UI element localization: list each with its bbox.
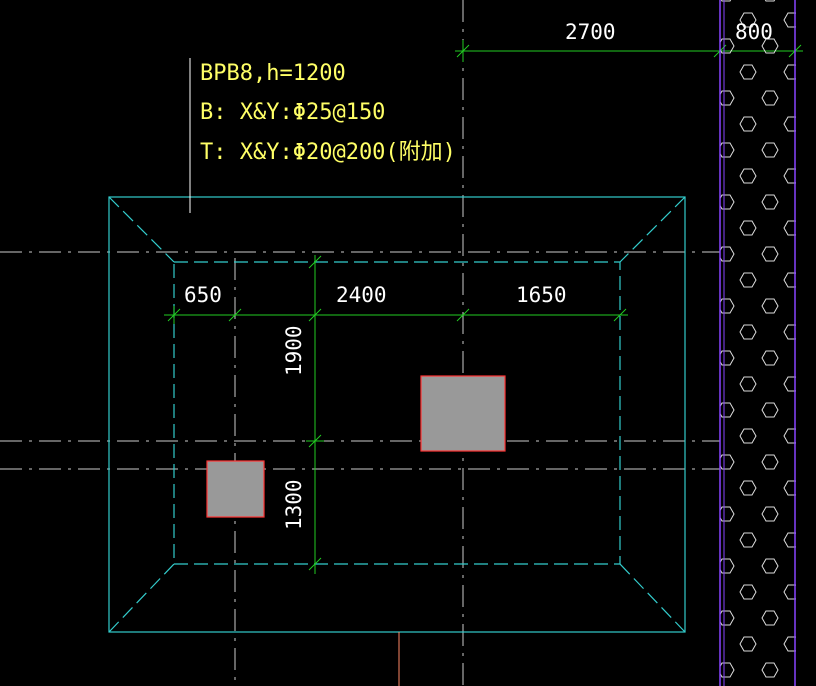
axis-lines xyxy=(0,0,720,686)
slab-corner-line-br xyxy=(619,563,686,633)
slab-corner-line-bl xyxy=(108,563,175,633)
slab-outer-outline xyxy=(108,196,686,633)
column-small[interactable] xyxy=(206,460,265,518)
tick-h-1 xyxy=(167,308,181,322)
dim-text-2700: 2700 xyxy=(565,20,616,44)
tick-v-1 xyxy=(308,255,322,269)
slab-corner-line-tl xyxy=(108,196,175,263)
slab-corner-line-tr xyxy=(619,196,686,263)
annotation-bottom-rebar[interactable]: B: X&Y:Φ25@150 xyxy=(200,100,385,125)
dim-text-800: 800 xyxy=(735,20,773,44)
dim-text-1300: 1300 xyxy=(282,479,306,530)
tick-top-1 xyxy=(456,44,470,58)
tick-v-3 xyxy=(308,557,322,571)
slab xyxy=(108,196,686,633)
dim-text-650: 650 xyxy=(184,283,222,307)
column-large[interactable] xyxy=(420,375,506,452)
annotation-top-rebar[interactable]: T: X&Y:Φ20@200(附加) xyxy=(200,140,456,165)
dim-text-1650: 1650 xyxy=(516,283,567,307)
annotation-slab-name[interactable]: BPB8,h=1200 xyxy=(200,61,346,86)
dim-text-1900: 1900 xyxy=(282,325,306,376)
dim-text-2400: 2400 xyxy=(336,283,387,307)
tick-h-5 xyxy=(613,308,627,322)
tick-h-4 xyxy=(456,308,470,322)
wall-hatch xyxy=(720,0,796,686)
slab-inner-outline xyxy=(173,261,621,565)
tick-v-2 xyxy=(308,434,322,448)
tick-h-2 xyxy=(228,308,242,322)
